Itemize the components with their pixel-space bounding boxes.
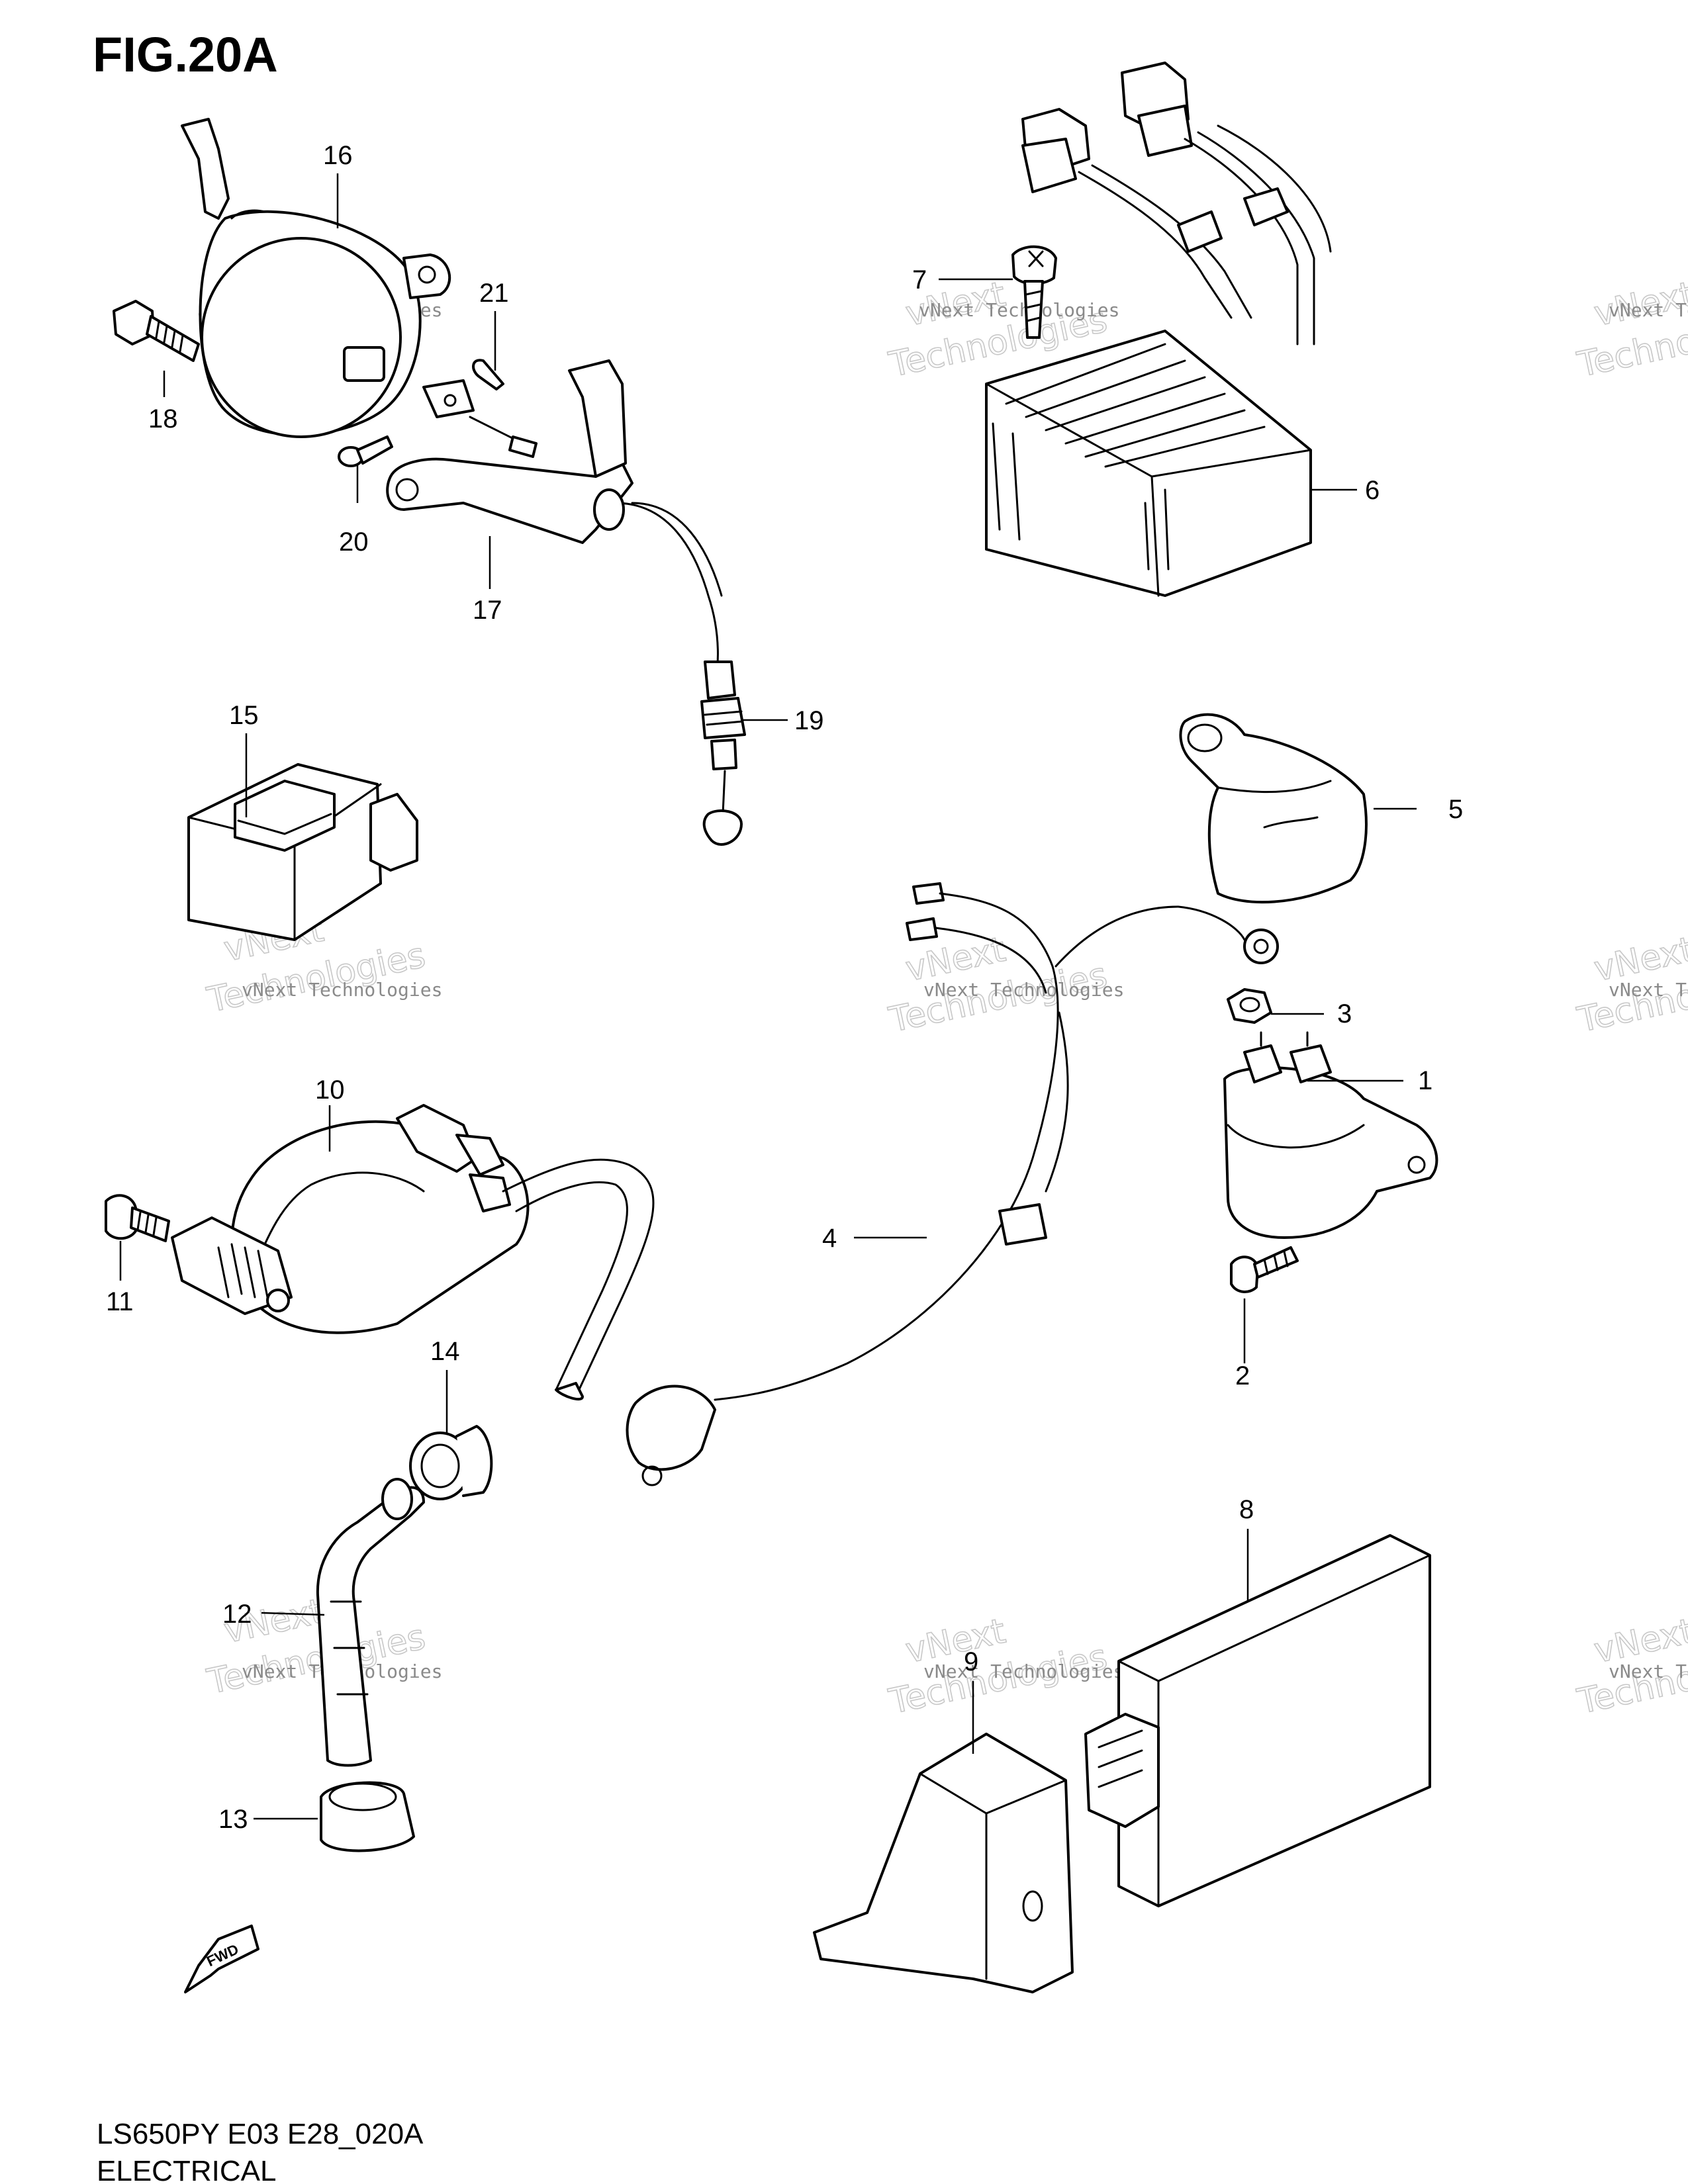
callout-18: 18 [148,404,178,433]
watermark-text: vNext Technologies [1609,979,1688,1001]
callout-labels: 1 2 3 4 5 6 7 8 9 10 11 12 13 14 15 16 1… [106,141,1463,1834]
callout-7: 7 [912,265,927,295]
part-9-bracket [813,1733,1074,1993]
part-4-lead-wire [626,882,1279,1486]
watermark-text: vNext Technologies [1609,1661,1688,1682]
callout-2: 2 [1235,1361,1250,1390]
callout-12: 12 [222,1600,252,1629]
diagram-section-title: ELECTRICAL [97,2155,277,2184]
diagram-code: LS650PY E03 E28_020A [97,2118,424,2150]
part-1-starter-relay [1223,1031,1438,1239]
callout-6: 6 [1365,476,1380,505]
callout-1: 1 [1418,1066,1432,1095]
callout-13: 13 [218,1805,248,1834]
part-7-bolt [1011,245,1057,339]
part-10-ignition-coil [171,1104,655,1401]
callout-14: 14 [430,1337,460,1366]
part-12-plug-cap [316,1478,425,1767]
leader-lines [119,173,1417,1820]
part-5-boot [1179,713,1368,904]
part-2-bolt [1230,1246,1299,1293]
part-19-switch [700,660,746,846]
callout-10: 10 [315,1075,345,1105]
part-17-bracket [386,359,723,690]
watermark-text: vNext Technologies [923,1661,1124,1682]
part-3-nut [1227,988,1272,1024]
watermark-text: vNext Technologies [242,979,442,1001]
fwd-arrow: FWD [184,1925,259,1993]
watermark-text: vNext Technologies [923,979,1124,1001]
callout-8: 8 [1239,1495,1254,1524]
part-8-cdi-unit [1084,1534,1431,1907]
part-6-regulator [985,62,1332,597]
part-13-cap [320,1781,415,1852]
callout-5: 5 [1448,795,1463,824]
callout-9: 9 [964,1647,978,1676]
callout-20: 20 [339,527,369,557]
callout-21: 21 [479,279,509,308]
part-18-bolt [113,300,200,362]
part-20-pin [338,435,393,467]
watermark-text: vNext Technologies [1609,299,1688,321]
callout-15: 15 [229,701,259,730]
part-14-seal [409,1425,493,1500]
callout-16: 16 [323,141,353,170]
part-16-sensor-housing [181,118,451,438]
part-21-clip [472,359,504,390]
figure-title: FIG.20A [93,27,278,82]
part-11-bolt [105,1194,170,1242]
part-15-relay [187,763,418,941]
callout-3: 3 [1337,999,1352,1028]
watermark-text: vNext Technologies [919,299,1119,321]
callout-11: 11 [106,1287,134,1316]
callout-19: 19 [794,706,824,735]
callout-17: 17 [473,596,502,625]
callout-4: 4 [822,1224,837,1253]
